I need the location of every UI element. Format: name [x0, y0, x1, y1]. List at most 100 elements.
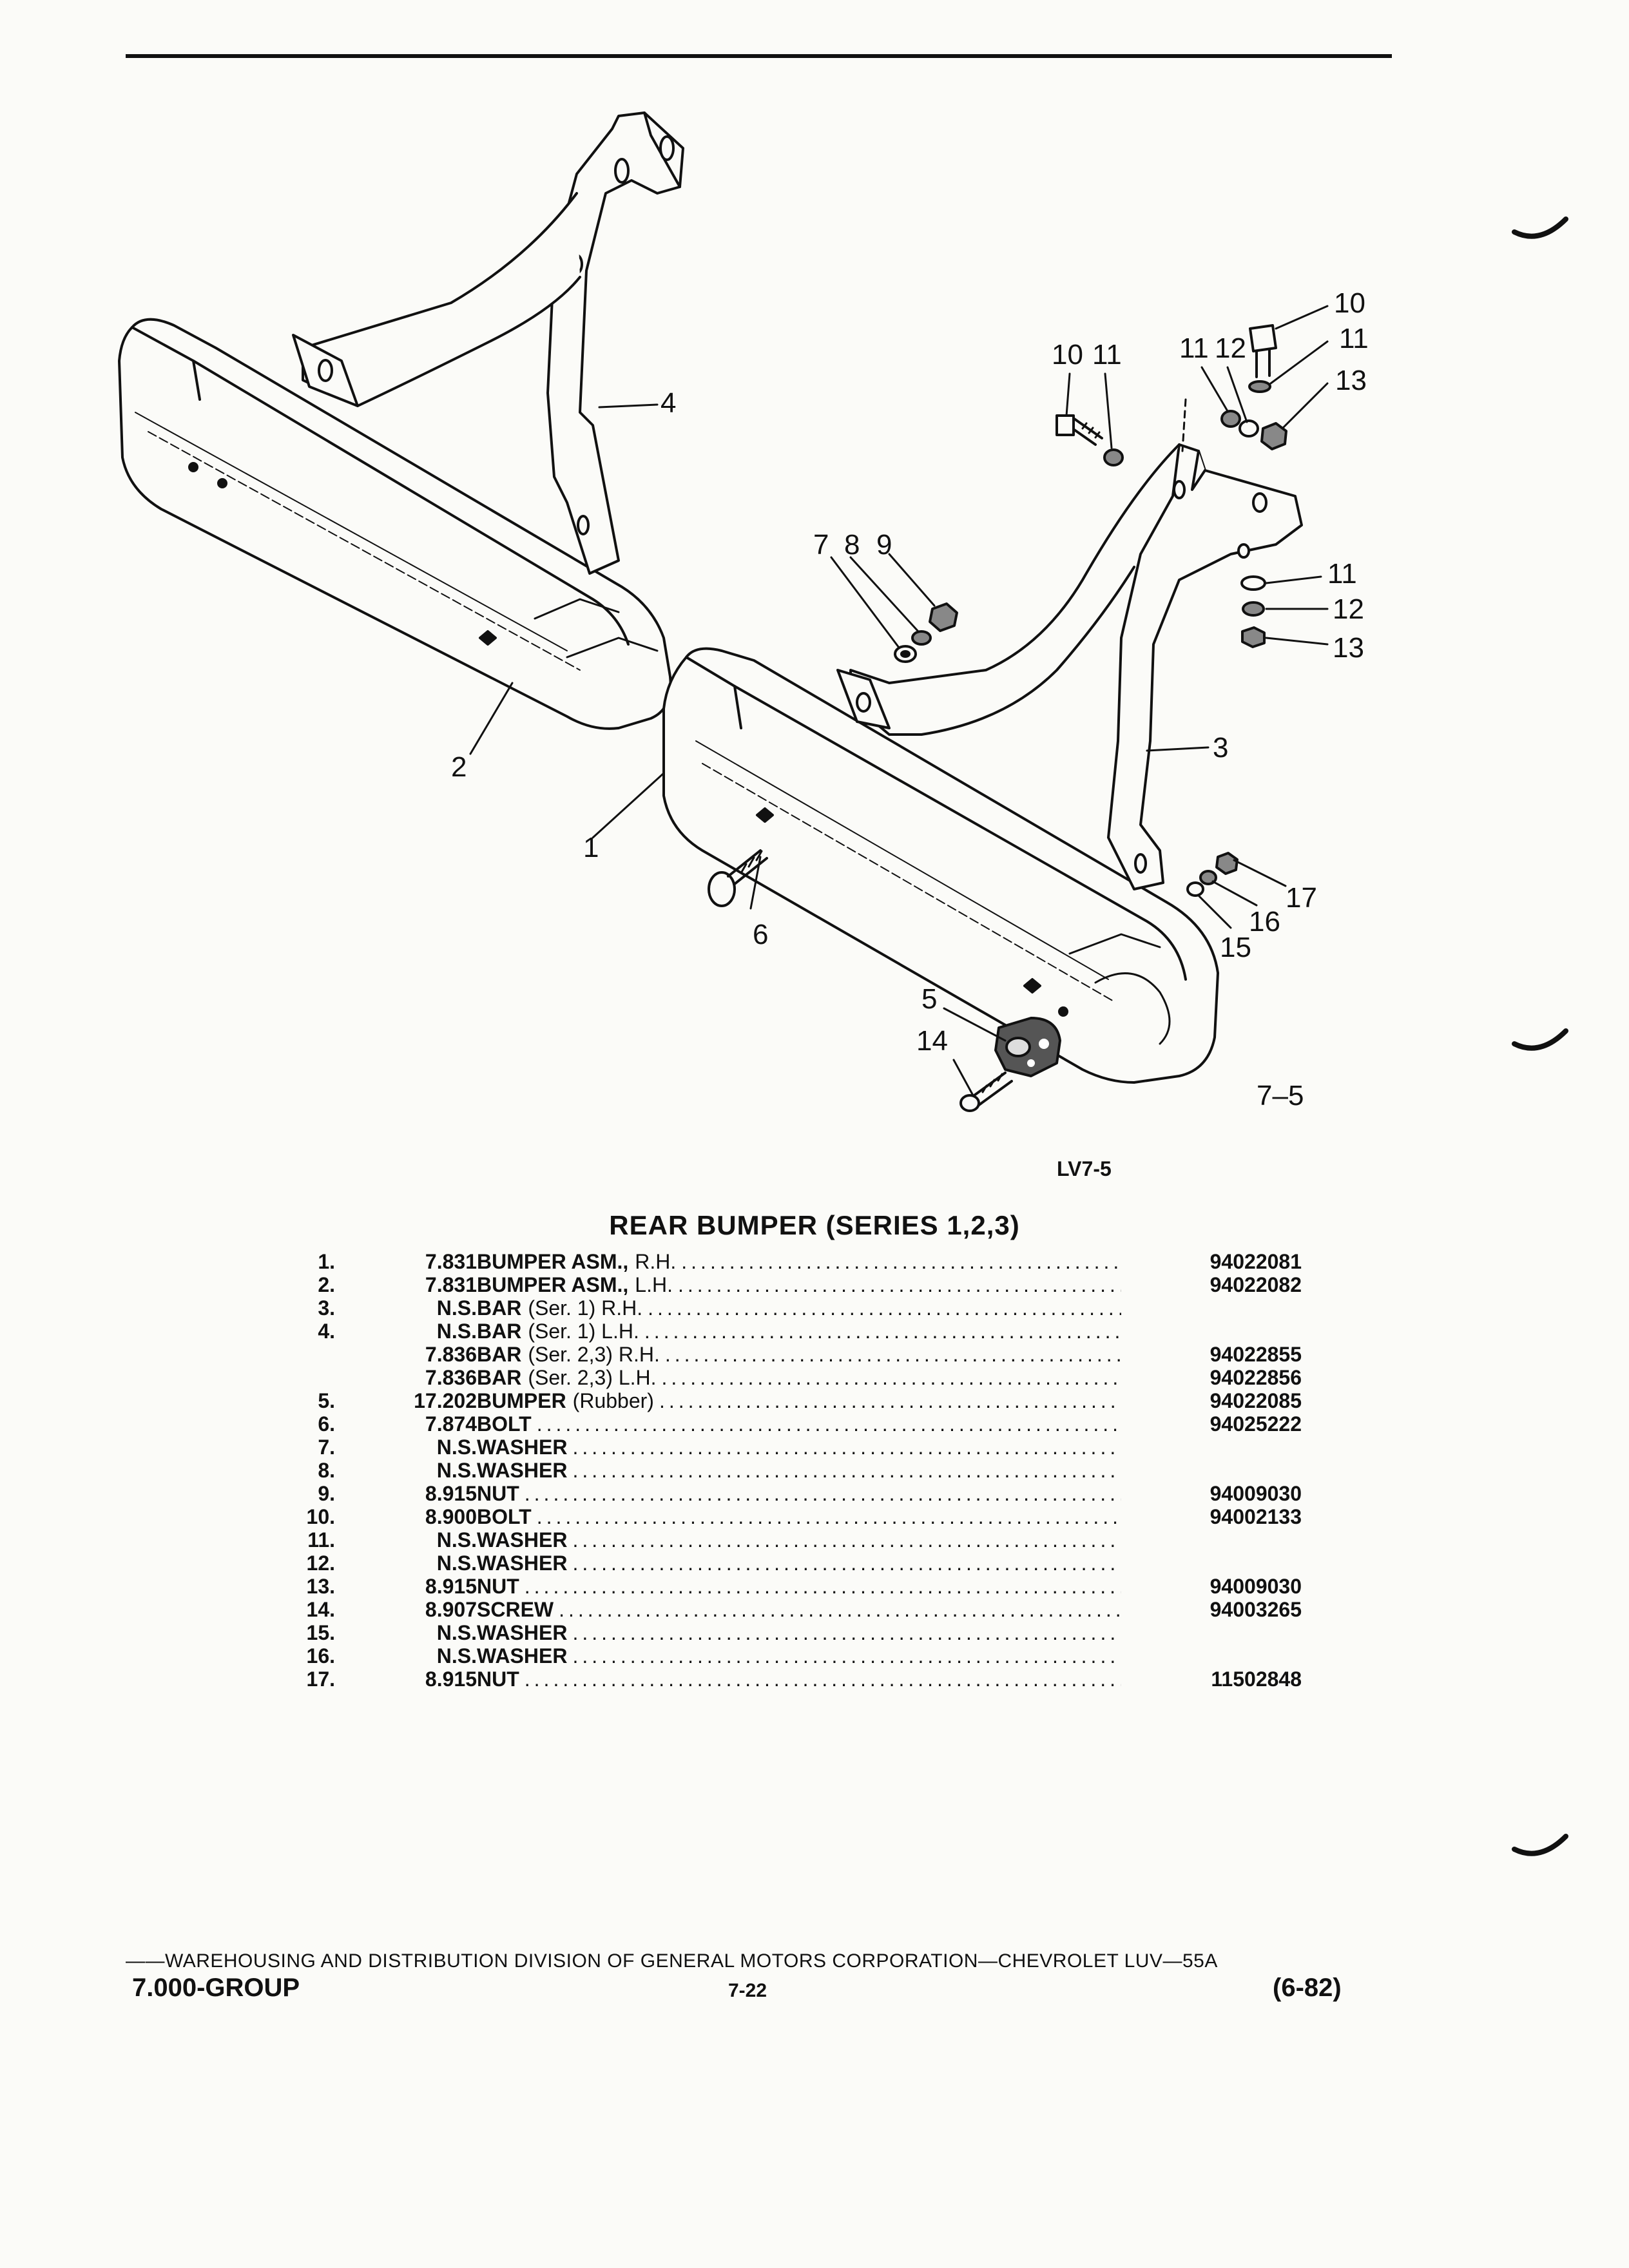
- fasteners: [708, 324, 1287, 1112]
- leader-dots: ........................................…: [572, 1621, 1121, 1644]
- part-number: 94022855: [1210, 1343, 1302, 1366]
- callout-3: 3: [1213, 732, 1228, 764]
- callout-11-right: 11: [1339, 323, 1369, 354]
- callout-16: 16: [1249, 906, 1280, 937]
- part-group-number: N.S.: [436, 1296, 477, 1320]
- part-number: 11502848: [1211, 1667, 1302, 1691]
- leader-dots: ........................................…: [524, 1667, 1121, 1691]
- part-qualifier: (Ser. 1) R.H.: [528, 1296, 643, 1320]
- part-group-number: 7.831: [425, 1273, 477, 1296]
- callout-15: 15: [1220, 932, 1251, 963]
- part-qualifier: (Ser. 2,3) R.H.: [528, 1343, 660, 1366]
- part-name: NUT: [477, 1575, 519, 1598]
- part-row: 16.N.S.WASHER...........................…: [277, 1644, 1302, 1667]
- part-description: BOLT....................................…: [477, 1412, 1153, 1436]
- leader-dots: ........................................…: [681, 1250, 1121, 1273]
- part-name: NUT: [477, 1667, 519, 1691]
- leader-dots: ........................................…: [659, 1389, 1121, 1412]
- part-qualifier: L.H.: [635, 1273, 673, 1296]
- part-description: BOLT....................................…: [477, 1505, 1153, 1528]
- part-name: WASHER: [477, 1621, 568, 1644]
- part-name: WASHER: [477, 1644, 568, 1667]
- part-group-number: N.S.: [436, 1320, 477, 1343]
- binding-mark: [1512, 1028, 1568, 1051]
- part-number: [1153, 1436, 1302, 1459]
- callout-4: 4: [660, 387, 676, 419]
- part-number: 94022085: [1210, 1389, 1302, 1412]
- part-ref-number: 6.: [318, 1412, 335, 1436]
- callout-5: 5: [921, 983, 937, 1015]
- part-ref-number: 5.: [318, 1389, 335, 1412]
- part-group-number: N.S.: [436, 1552, 477, 1575]
- part-row: 3.N.S.BAR(Ser. 1) R.H...................…: [277, 1296, 1302, 1320]
- figure-code: LV7-5: [1057, 1157, 1112, 1180]
- leader-dots: ........................................…: [648, 1296, 1121, 1320]
- callout-8: 8: [844, 529, 860, 561]
- part-row: 4.N.S.BAR(Ser. 1) L.H...................…: [277, 1320, 1302, 1343]
- part-description: BAR (Ser. 1) L.H.........................…: [477, 1320, 1153, 1343]
- part-row: 11.N.S.WASHER...........................…: [277, 1528, 1302, 1552]
- part-ref-number: 3.: [318, 1296, 335, 1320]
- part-name: NUT: [477, 1482, 519, 1505]
- part-ref-number: 8.: [318, 1459, 335, 1482]
- leader-dots: ........................................…: [572, 1436, 1121, 1459]
- part-description: WASHER..................................…: [477, 1436, 1153, 1459]
- leader-dots: ........................................…: [664, 1343, 1121, 1366]
- callout-13-lower: 13: [1333, 632, 1364, 664]
- part-row: 7.N.S.WASHER............................…: [277, 1436, 1302, 1459]
- part-name: WASHER: [477, 1528, 568, 1552]
- callout-14: 14: [916, 1025, 948, 1057]
- part-description: WASHER..................................…: [477, 1644, 1153, 1667]
- leader-dots: ........................................…: [661, 1366, 1121, 1389]
- revision-date: (6-82): [1273, 1974, 1342, 2002]
- part-name: BUMPER ASM.,: [477, 1273, 629, 1296]
- part-group-number: 7.836: [425, 1366, 477, 1389]
- part-name: BAR: [477, 1320, 522, 1343]
- callout-labels: 1 2 3 4 5 6 7 8 9 10 11 11 12 10 11 13 1…: [451, 287, 1369, 1111]
- part-name: BAR: [477, 1343, 522, 1366]
- part-description: WASHER..................................…: [477, 1459, 1153, 1482]
- part-description: SCREW...................................…: [477, 1598, 1153, 1621]
- leader-dots: ........................................…: [559, 1598, 1121, 1621]
- part-ref-number: 2.: [318, 1273, 335, 1296]
- part-number: 94022856: [1210, 1366, 1302, 1389]
- bar-rh: [836, 443, 1303, 890]
- part-row: 15.N.S.WASHER...........................…: [277, 1621, 1302, 1644]
- part-number: [1153, 1552, 1302, 1575]
- bar-lh: [292, 111, 684, 575]
- part-description: BAR (Ser. 2,3) R.H.......................…: [477, 1343, 1153, 1366]
- part-description: WASHER..................................…: [477, 1528, 1153, 1552]
- part-qualifier: (Ser. 1) L.H.: [528, 1320, 639, 1343]
- part-qualifier: (Rubber): [572, 1389, 654, 1412]
- leader-dots: ........................................…: [644, 1320, 1121, 1343]
- part-description: BUMPER ASM., L.H.........................…: [477, 1273, 1153, 1296]
- leader-dots: ........................................…: [572, 1552, 1121, 1575]
- part-name: BAR: [477, 1366, 522, 1389]
- part-ref-number: 15.: [306, 1621, 335, 1644]
- part-number: [1153, 1459, 1302, 1482]
- part-number: 94022082: [1210, 1273, 1302, 1296]
- bumper-lh: [118, 318, 672, 730]
- part-name: BUMPER: [477, 1389, 566, 1412]
- leader-dots: ........................................…: [677, 1273, 1121, 1296]
- footer-group: 7.000-GROUP: [132, 1974, 300, 2002]
- rubber-bumper: [994, 1017, 1061, 1077]
- part-number: 94009030: [1210, 1575, 1302, 1598]
- part-qualifier: R.H.: [635, 1250, 677, 1273]
- callout-12-mid: 12: [1215, 332, 1246, 364]
- callout-10-left: 10: [1052, 339, 1083, 370]
- part-group-number: 7.874: [425, 1412, 477, 1436]
- part-qualifier: (Ser. 2,3) L.H.: [528, 1366, 657, 1389]
- part-number: [1153, 1296, 1302, 1320]
- top-rule: [126, 54, 1392, 58]
- leader-dots: ........................................…: [524, 1575, 1121, 1598]
